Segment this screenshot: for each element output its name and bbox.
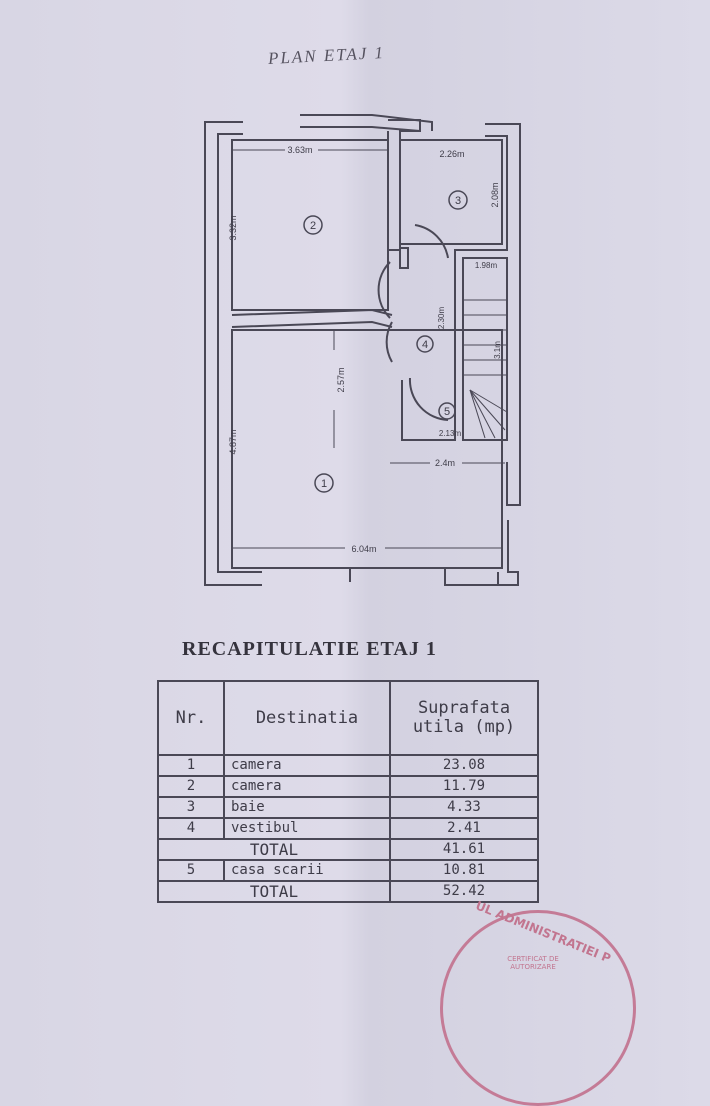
header-nr: Nr. <box>157 680 225 756</box>
stamp-inner-text: CERTIFICAT DE AUTORIZARE <box>507 955 559 971</box>
row-nr: 5 <box>157 859 225 882</box>
row-area: 10.81 <box>389 859 539 882</box>
stairs <box>463 299 508 439</box>
grand-total-area: 52.42 <box>389 880 539 903</box>
row-dest: vestibul <box>223 817 391 840</box>
dim-stair-bottom: 2.13m <box>439 429 462 438</box>
total-label: TOTAL <box>157 838 391 861</box>
row-dest: casa scarii <box>223 859 391 882</box>
room-label-4: 4 <box>422 339 428 351</box>
official-stamp: UL ADMINISTRATIEI P CERTIFICAT DE AUTORI… <box>440 898 636 1106</box>
dim-stair-top: 1.98m <box>475 261 498 270</box>
dim-room3-depth: 2.08m <box>490 182 500 207</box>
row-dest: camera <box>223 754 391 777</box>
row-area: 23.08 <box>389 754 539 777</box>
row-area: 4.33 <box>389 796 539 819</box>
row-area: 11.79 <box>389 775 539 798</box>
dim-room1-inner: 2.57m <box>336 367 346 392</box>
room-label-2: 2 <box>310 220 316 232</box>
dim-room3-width: 2.26m <box>439 149 464 159</box>
grand-total-label: TOTAL <box>157 880 391 903</box>
recap-title: RECAPITULATIE ETAJ 1 <box>182 638 437 660</box>
dim-hall-depth: 2.30m <box>437 307 446 330</box>
dim-room2-width: 3.63m <box>287 145 312 155</box>
row-dest: camera <box>223 775 391 798</box>
dim-room1-depth: 4.87m <box>228 429 238 454</box>
dim-total-width: 6.04m <box>351 544 376 554</box>
header-destinatia: Destinatia <box>223 680 391 756</box>
row-nr: 2 <box>157 775 225 798</box>
row-area: 2.41 <box>389 817 539 840</box>
room-label-3: 3 <box>455 195 461 207</box>
dim-room2-depth: 3.32m <box>228 215 238 240</box>
dim-stair-side: 3.1m <box>493 341 502 359</box>
walls <box>204 114 521 586</box>
total-area: 41.61 <box>389 838 539 861</box>
header-suprafata-line1: Suprafata <box>417 698 511 718</box>
dim-stair-width: 2.4m <box>435 458 455 468</box>
room-label-1: 1 <box>321 478 327 490</box>
room-label-5: 5 <box>444 406 450 418</box>
row-nr: 1 <box>157 754 225 777</box>
dimension-lines <box>232 149 505 549</box>
row-nr: 4 <box>157 817 225 840</box>
header-suprafata-line2: utila (mp) <box>412 717 516 737</box>
floor-plan: 1 2 3 4 5 3.63m 2.26m 3.32m 2.08m 2.57m … <box>204 114 521 586</box>
row-dest: baie <box>223 796 391 819</box>
row-nr: 3 <box>157 796 225 819</box>
room-markers <box>303 190 468 493</box>
